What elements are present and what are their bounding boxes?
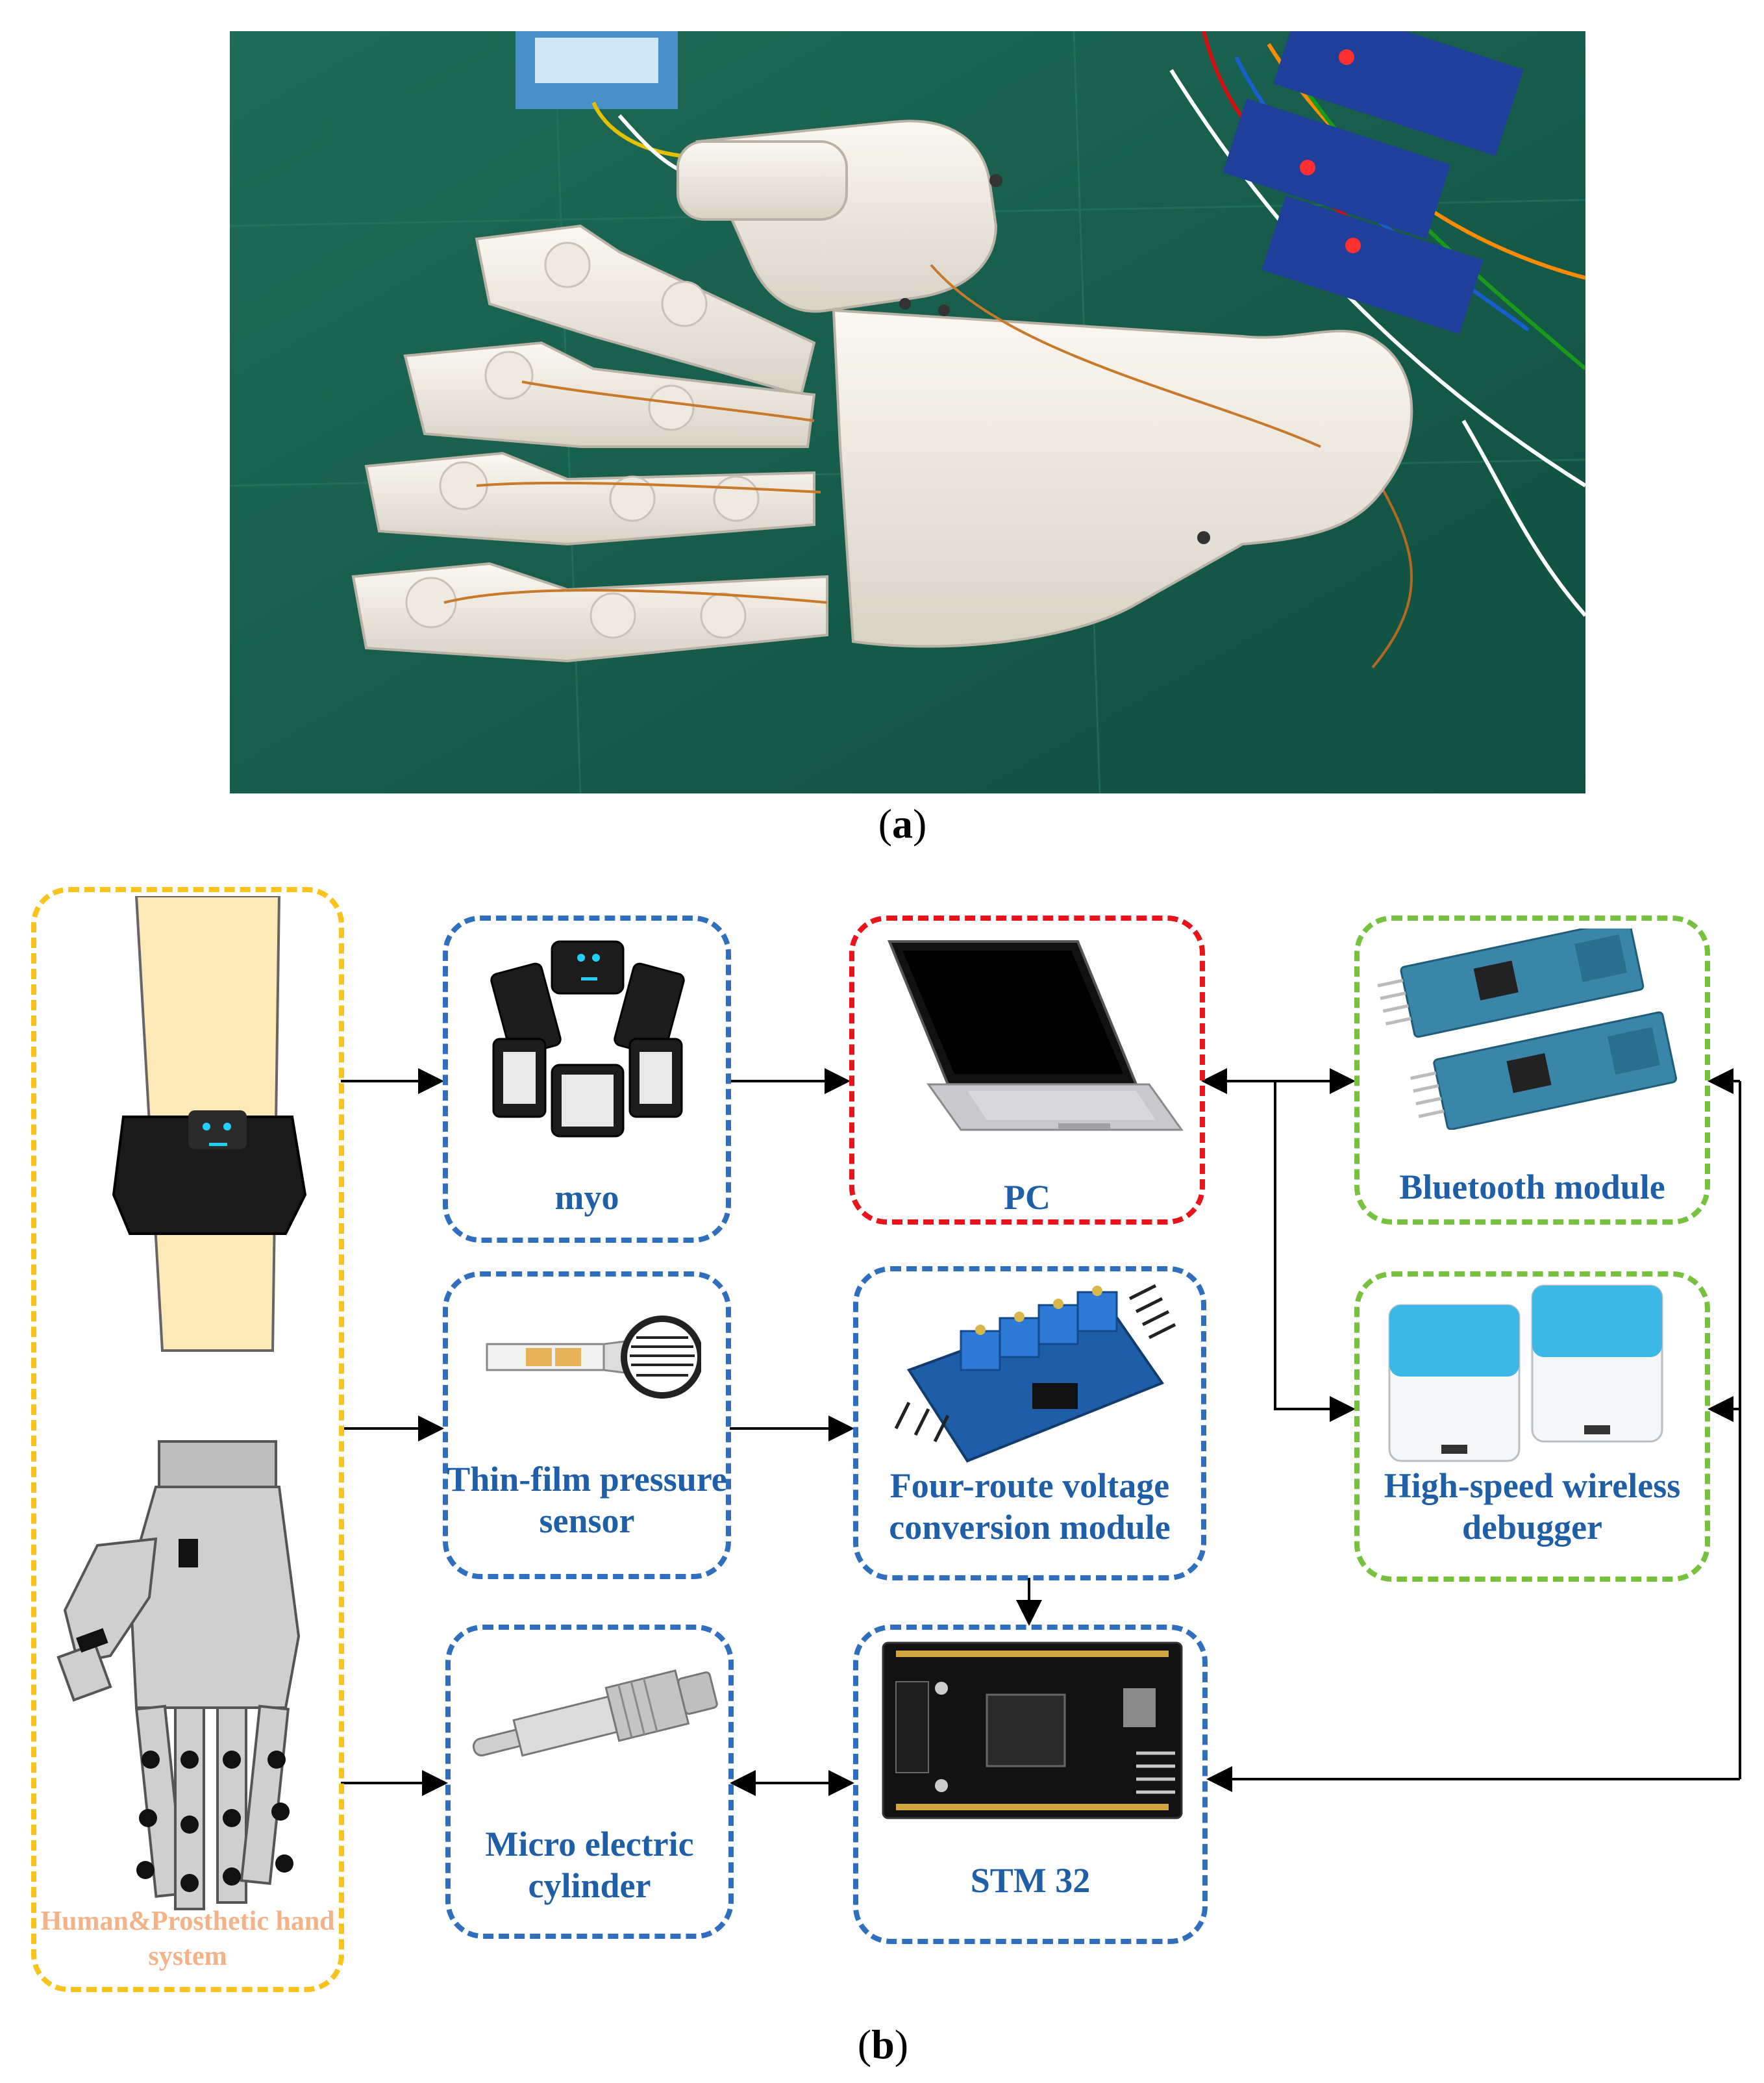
pressure-sensor-icon — [486, 1316, 701, 1399]
caption-a: (a) — [878, 801, 927, 847]
pressure-sensor-label: Thin-film pressure sensor — [447, 1460, 727, 1540]
bluetooth-board-icon — [1377, 929, 1678, 1130]
stm32-board-icon — [882, 1641, 1183, 1819]
pc-label: PC — [1004, 1178, 1050, 1217]
stm32-label: STM 32 — [970, 1861, 1091, 1900]
human-prosthetic-box — [31, 887, 344, 1992]
pressure-sensor-box — [443, 1271, 731, 1579]
voltage-module-icon — [894, 1284, 1176, 1463]
myo-label: myo — [554, 1178, 619, 1217]
stm32-box — [853, 1625, 1208, 1944]
voltage-module-label: Four-route voltage conversion module — [889, 1466, 1171, 1547]
wireless-debugger-icon — [1388, 1284, 1663, 1462]
myo-box — [443, 916, 731, 1243]
pc-box — [849, 916, 1205, 1225]
debugger-box — [1354, 1271, 1710, 1582]
myo-armband-icon — [490, 940, 685, 1138]
voltage-module-box — [853, 1266, 1206, 1580]
electric-cylinder-icon — [472, 1669, 718, 1757]
bluetooth-label: Bluetooth module — [1399, 1167, 1665, 1206]
caption-b: (b) — [857, 2021, 909, 2067]
debugger-label: High-speed wireless debugger — [1384, 1466, 1681, 1547]
arm-with-myo-illustration — [56, 896, 307, 1910]
cylinder-label: Micro electric cylinder — [485, 1825, 694, 1905]
human-system-label: Human&Prosthetic hand system — [40, 1906, 335, 1971]
bluetooth-box — [1354, 916, 1710, 1225]
cylinder-box — [445, 1625, 734, 1939]
laptop-icon — [888, 940, 1184, 1131]
robotic-hand-photo — [230, 31, 1585, 793]
arrow-pc-debugger — [1274, 1081, 1356, 1422]
